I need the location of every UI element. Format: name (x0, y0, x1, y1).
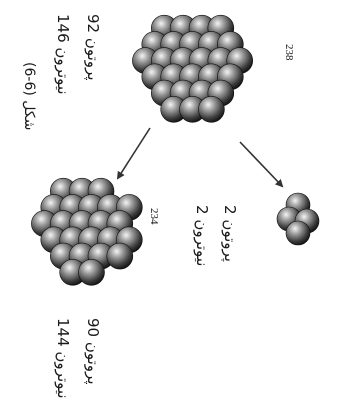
alpha-protons-label: 2 پروتون (222, 205, 237, 262)
daughter-protons-label: 90 پروتون (85, 318, 100, 385)
parent-protons-label: 92 پروتون (85, 14, 100, 81)
daughter-neutrons-label: 144 نیوترون (55, 318, 70, 399)
nucleon (198, 96, 224, 122)
parent-mass-number: 238 (283, 44, 294, 61)
daughter-nucleus-234 (31, 178, 142, 285)
alpha-particle (277, 193, 319, 245)
daughter-mass-number: 234 (148, 208, 159, 225)
figure-caption: شکل (6-6) (22, 62, 36, 130)
nucleon (107, 243, 133, 269)
parent-nucleus-238 (132, 15, 252, 122)
alpha-neutrons-label: 2 نیوترون (194, 205, 209, 266)
nucleon (79, 259, 105, 285)
parent-neutrons-label: 146 نیوترون (55, 14, 70, 95)
arrow-to-daughter (118, 128, 150, 178)
nucleon (286, 221, 310, 245)
arrow-to-alpha (240, 142, 282, 186)
